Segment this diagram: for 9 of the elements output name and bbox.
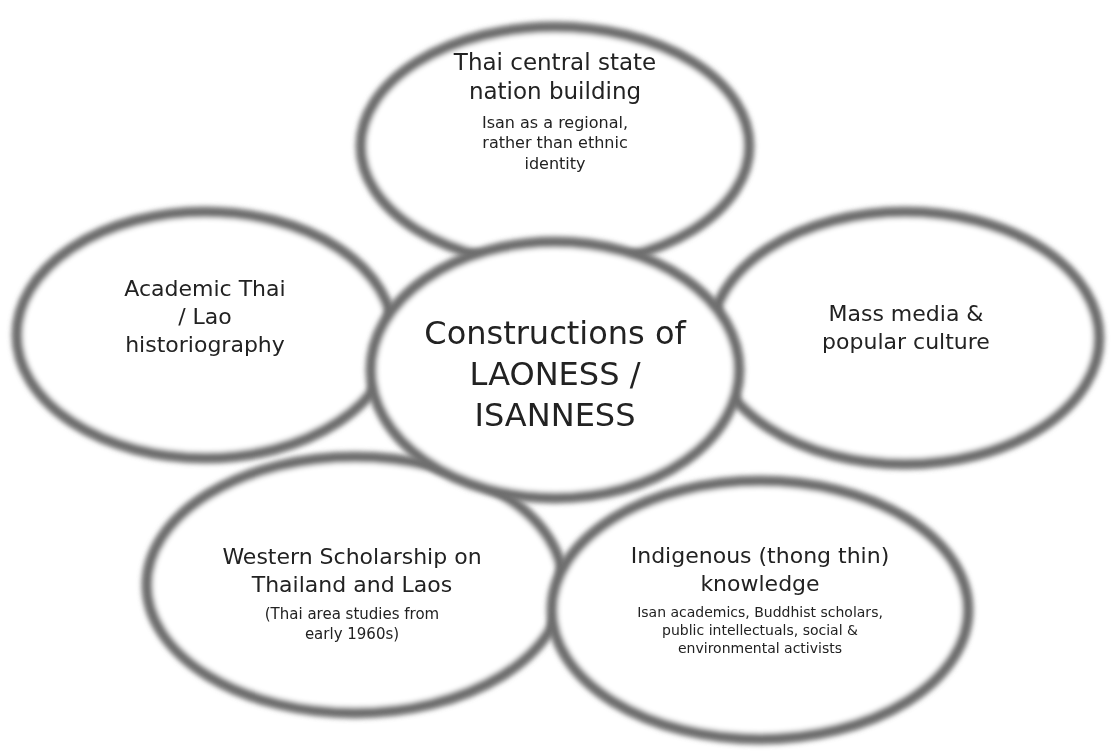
node-description: Isan academics, Buddhist scholars, public intellectuals, social & environmental activists [636,604,884,659]
node-heading: Indigenous (thong thin) knowledge [629,542,891,599]
node-heading: Thai central state nation building [452,48,658,107]
node-heading: Western Scholarship on Thailand and Laos [221,543,483,600]
node-heading: Academic Thai / Lao historiography [123,275,287,360]
node-heading: Mass media & popular culture [821,300,991,357]
node-description: (Thai area studies from early 1960s) [264,605,440,644]
node-description: Isan as a regional, rather than ethnic identity [480,112,630,175]
node-heading: Constructions of LAONESS / ISANNESS [424,313,686,436]
